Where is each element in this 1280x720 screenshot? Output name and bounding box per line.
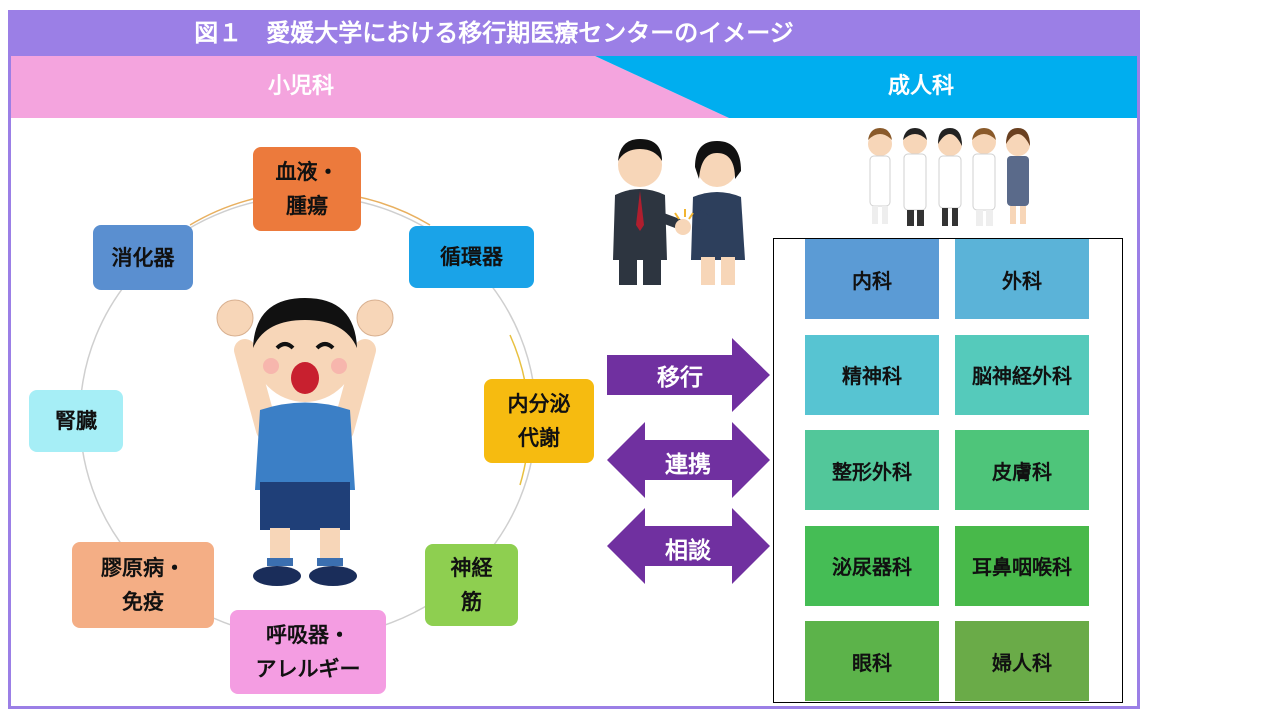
cooperation-label: 連携 (665, 452, 711, 478)
specialty-label-neuromuscular: 神経筋 (450, 556, 493, 614)
department-orthopedics: 整形外科 (805, 430, 939, 510)
specialty-kidney: 腎臓 (29, 390, 123, 452)
specialty-label-digestive: 消化器 (111, 245, 175, 270)
specialty-label-kidney: 腎臓 (55, 409, 97, 433)
specialty-label-circulatory: 循環器 (440, 245, 503, 269)
medical-staff-illustration (868, 128, 1030, 226)
specialty-collagen: 膠原病・免疫 (72, 542, 214, 628)
department-neurosurgery: 脳神経外科 (955, 334, 1089, 415)
department-internal: 内科 (805, 239, 939, 319)
adult-band (595, 56, 1137, 118)
header-bands (11, 56, 1137, 118)
title-bar: 図１ 愛媛大学における移行期医療センターのイメージ (8, 10, 1140, 56)
specialty-hematology: 血液・腫瘍 (253, 147, 361, 231)
diagram-title: 図１ 愛媛大学における移行期医療センターのイメージ (194, 19, 794, 47)
specialty-circulatory: 循環器 (409, 226, 534, 288)
consultation-arrow (607, 508, 770, 584)
consultation-label: 相談 (665, 538, 711, 564)
department-ent: 耳鼻咽喉科 (955, 525, 1089, 606)
specialty-respiratory: 呼吸器・アレルギー (230, 610, 386, 694)
department-ophthalmology: 眼科 (805, 621, 939, 701)
specialty-label-collagen: 膠原病・免疫 (101, 556, 185, 614)
department-psychiatry: 精神科 (805, 334, 939, 415)
handshake-illustration (613, 139, 745, 285)
transition-arrow (607, 338, 770, 412)
transition-label: 移行 (657, 365, 703, 391)
cooperation-arrow (607, 422, 770, 498)
specialty-label-hematology: 血液・腫瘍 (275, 160, 339, 218)
department-urology: 泌尿器科 (805, 525, 939, 606)
department-gynecology: 婦人科 (955, 621, 1089, 701)
child-illustration (216, 298, 394, 586)
adult-label: 成人科 (888, 74, 955, 99)
department-surgery: 外科 (955, 239, 1089, 319)
specialty-label-respiratory: 呼吸器・アレルギー (255, 623, 361, 681)
specialty-label-endocrine: 内分泌代謝 (507, 392, 571, 450)
pediatrics-label: 小児科 (268, 74, 335, 99)
department-dermatology: 皮膚科 (955, 430, 1089, 510)
pediatrics-band (11, 56, 729, 118)
specialty-neuromuscular: 神経筋 (425, 544, 518, 626)
specialty-digestive: 消化器 (93, 225, 193, 290)
specialty-endocrine: 内分泌代謝 (484, 379, 594, 463)
